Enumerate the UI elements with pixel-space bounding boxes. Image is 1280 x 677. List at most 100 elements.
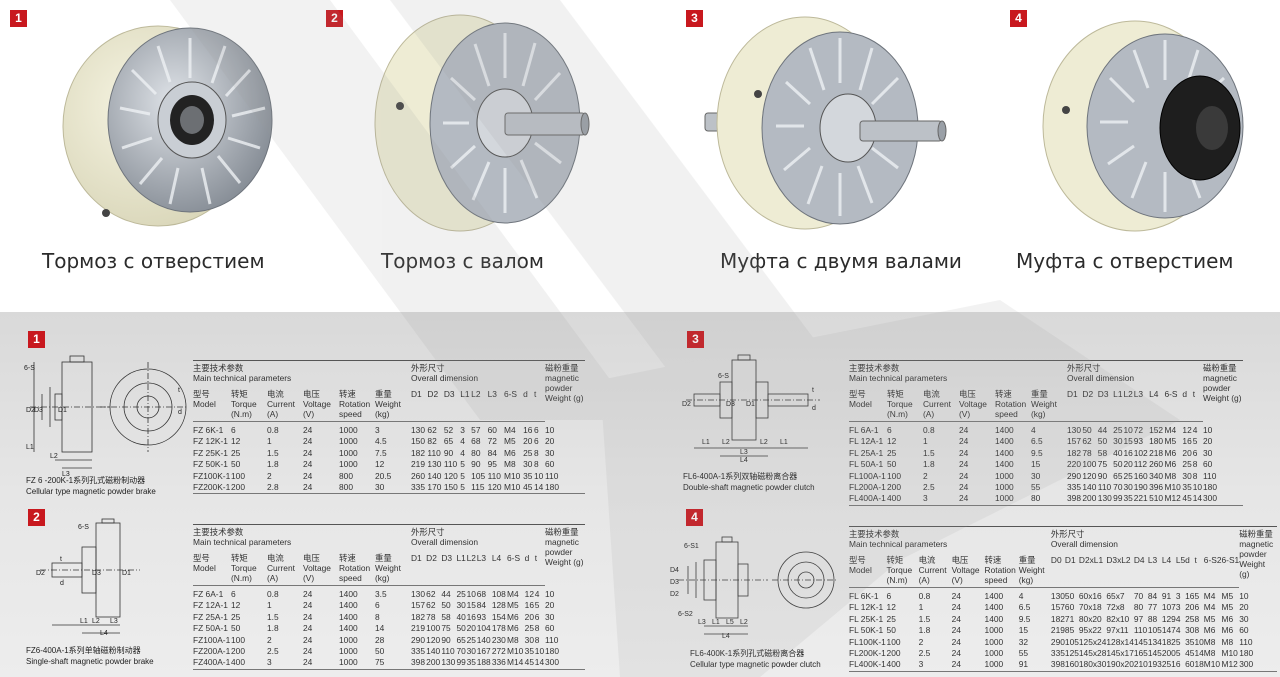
drawing-4-label-d3: D3 <box>670 579 679 586</box>
table-cell: 75 <box>441 623 451 634</box>
table-cell: 30 <box>524 634 534 645</box>
drawing-4-label-d2: D2 <box>670 591 679 598</box>
table-cell: 3 <box>460 425 465 435</box>
table-cell: 290 <box>411 634 425 645</box>
table-cell: 260 <box>411 470 425 481</box>
table-cell: 80 <box>1031 493 1067 506</box>
table-cell: 110 <box>1133 625 1148 636</box>
table-cell: 14 <box>534 482 545 495</box>
table-cell: 0.8 <box>267 425 279 435</box>
col-header-en: D3xL2 <box>1106 555 1131 565</box>
table-head-main-en: Main technical parameters <box>193 537 292 547</box>
drawing-4: 6-S1 6-S2 D4 D3 D2 L3 L1 L5 L2 L4 <box>670 536 838 639</box>
table-cell: 62 <box>1082 436 1092 447</box>
table-head-main-cn: 主要技术参数 <box>849 529 900 539</box>
product-badge-1: 1 <box>10 10 27 27</box>
col-header-en: Model <box>193 399 216 409</box>
col-header-en: 6-S <box>507 553 521 563</box>
col-header-en: Weight (kg) <box>1031 399 1057 419</box>
table-cell: 210 <box>1133 659 1148 672</box>
section-caption-en-3: Double-shaft magnetic powder clutch <box>683 483 815 492</box>
col-header-cn: 电压 <box>959 389 976 399</box>
table-cell: M4 <box>1203 602 1216 613</box>
drawing-3-label-t: t <box>812 387 814 394</box>
table-cell: 4 <box>1175 613 1181 624</box>
table-cell: 12 <box>231 436 241 447</box>
table-cell: 8 <box>534 447 539 458</box>
table-cell: M8 <box>507 634 519 645</box>
table-cell: 125 <box>1064 648 1079 659</box>
table-cell: 160 <box>1133 470 1148 481</box>
table-cell: M8 <box>1221 636 1234 647</box>
table-cell: 77 <box>1147 602 1158 613</box>
table-cell: 45 <box>1182 493 1193 506</box>
table-cell: 35 <box>524 646 534 657</box>
col-header-en: L5 <box>1175 555 1186 565</box>
table-cell: 20 <box>524 611 534 622</box>
table-cell: 4 <box>1031 425 1036 435</box>
table-cell: 50 <box>441 600 451 611</box>
table-cell: 129 <box>1161 613 1176 624</box>
section-caption-en-2: Single-shaft magnetic powder brake <box>26 657 154 666</box>
table-cell: FL 6A-1 <box>849 425 879 435</box>
table-head-powder-en: magnetic powder Weight (g) <box>545 373 584 403</box>
table-head-main-cn: 主要技术参数 <box>849 363 900 373</box>
table-cell: 84 <box>476 600 487 611</box>
table-cell: 24 <box>303 634 313 645</box>
table-cell: 1400 <box>984 613 1004 624</box>
table-cell: M5 <box>1221 602 1234 613</box>
table-cell: 182 <box>411 611 425 622</box>
table-cell: 35 <box>1182 482 1192 493</box>
table-cell: 1 <box>267 436 272 447</box>
table-cell: 157 <box>1050 602 1065 613</box>
table-cell: 1.5 <box>923 447 935 458</box>
col-header-cn: 重量 <box>375 389 392 399</box>
table-cell: 95 <box>487 459 497 470</box>
table-cell: 1.8 <box>918 625 931 636</box>
drawing-4-label-l2: L2 <box>740 619 748 626</box>
product-caption-4: Муфта с отверстием <box>1016 249 1234 273</box>
table-cell: FZ 50A-1 <box>193 623 228 634</box>
table-head-dim-en: Overall dimension <box>1067 373 1135 383</box>
table-cell: 90 <box>1097 470 1108 481</box>
drawing-3-label-l1b: L1 <box>780 439 788 446</box>
table-cell: 1000 <box>339 436 358 447</box>
table-cell: 190x20 <box>1106 659 1134 672</box>
table-cell: 145 <box>1133 636 1148 647</box>
table-cell: 180 <box>1203 482 1217 493</box>
table-cell: 8 <box>1194 613 1200 624</box>
drawing-3-label-d: d <box>812 405 816 412</box>
table-cell: 130 <box>411 425 425 435</box>
table-cell: 398 <box>1067 493 1083 506</box>
table-cell: 130 <box>1050 591 1065 601</box>
table-cell: 120 <box>1082 470 1097 481</box>
table-cell: 24 <box>951 648 961 659</box>
table-cell: 99 <box>1113 493 1124 506</box>
table-cell: 1.8 <box>267 623 279 634</box>
table-cell: 72x8 <box>1106 602 1125 613</box>
table-cell: 71 <box>1064 613 1075 624</box>
table-cell: 335 <box>411 482 428 495</box>
table-cell: 5 <box>460 459 465 470</box>
col-header-en: D2xL1 <box>1078 555 1104 565</box>
table-cell: 25 <box>887 447 897 458</box>
table-cell: 30 <box>1239 613 1249 624</box>
table-cell: 130 <box>1067 425 1081 435</box>
table-cell: 5 <box>534 600 540 611</box>
table-cell: 230 <box>491 634 506 645</box>
table-cell: 25 <box>1182 459 1192 470</box>
table-cell: 25 <box>886 613 896 624</box>
table-cell: 20 <box>1203 436 1213 447</box>
col-header-en: D3 <box>443 389 455 399</box>
col-header-cn: 型号 <box>849 389 866 399</box>
table-cell: M14 <box>507 657 525 670</box>
table-cell: 4.5 <box>375 436 387 447</box>
table-cell: 25 <box>524 623 534 634</box>
table-cell: 110 <box>427 447 441 458</box>
table-cell: 68 <box>471 436 481 447</box>
table-cell: 1000 <box>339 425 358 435</box>
drawing-1-label-6s: 6-S <box>24 365 35 372</box>
table-cell: M4 <box>1164 425 1177 435</box>
